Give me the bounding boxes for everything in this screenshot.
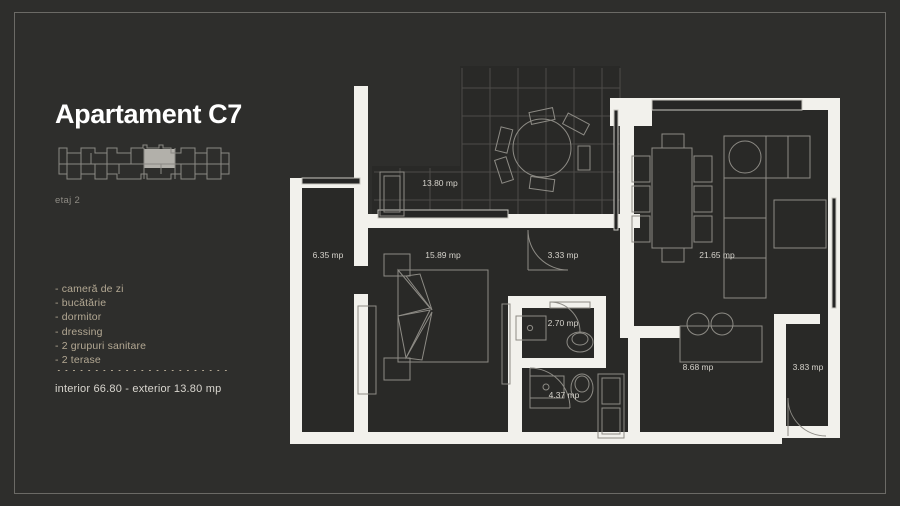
toilet-icon bbox=[570, 373, 594, 403]
area-summary: interior 66.80 - exterior 13.80 mp bbox=[55, 383, 222, 395]
shower-cabin-icon bbox=[597, 373, 625, 439]
kitchen-counter-icon bbox=[679, 325, 763, 363]
floor-label: etaj 2 bbox=[55, 195, 81, 207]
key-plan-highlight bbox=[144, 149, 175, 169]
list-item: - 2 terase bbox=[55, 354, 101, 367]
terrace-dining-set bbox=[493, 107, 591, 193]
list-item: - dormitor bbox=[55, 311, 102, 324]
area-label: 2.70 mp bbox=[548, 318, 579, 328]
windows bbox=[301, 99, 837, 309]
window-terrace-west bbox=[301, 177, 361, 185]
area-label: 4.37 mp bbox=[549, 390, 580, 400]
dotted-divider bbox=[55, 369, 229, 372]
room-list: - cameră de zi - bucătărie - dormitor - … bbox=[55, 282, 275, 367]
round-table-icon bbox=[512, 118, 572, 178]
shower-icon bbox=[515, 315, 547, 341]
list-item: - dressing bbox=[55, 325, 103, 338]
coffee-table-icon bbox=[773, 199, 827, 249]
kitchen-units bbox=[679, 312, 763, 363]
door-swings bbox=[527, 229, 827, 437]
hob-icon bbox=[686, 312, 710, 336]
bathroom-fixtures bbox=[515, 301, 625, 439]
window-living-north bbox=[651, 99, 803, 111]
area-label: 3.83 mp bbox=[793, 362, 824, 372]
terrace-counter bbox=[379, 171, 405, 217]
area-label: 21.65 mp bbox=[699, 250, 735, 260]
door-swing-bath bbox=[529, 367, 571, 409]
sofa-set bbox=[723, 135, 827, 299]
area-label: 15.89 mp bbox=[425, 250, 461, 260]
sink-icon bbox=[549, 301, 591, 309]
dressing-unit bbox=[501, 303, 511, 385]
floor-plan: 13.80 mp 6.35 mp 15.89 mp 3.33 mp 21.65 … bbox=[280, 58, 870, 454]
dining-table-set bbox=[631, 133, 713, 263]
window-living-east bbox=[831, 197, 837, 309]
bed-set bbox=[357, 253, 489, 395]
area-label: 13.80 mp bbox=[422, 178, 458, 188]
list-item: - 2 grupuri sanitare bbox=[55, 339, 147, 352]
door-swing-terrace bbox=[787, 397, 827, 437]
key-plan-diagram bbox=[55, 141, 233, 187]
dressing-rail-icon bbox=[501, 303, 511, 385]
info-panel: Apartament C7 etaj 2 bbox=[55, 99, 265, 207]
door-swing-bedroom bbox=[527, 229, 569, 271]
area-label: 8.68 mp bbox=[683, 362, 714, 372]
window-bedroom bbox=[377, 209, 509, 219]
list-item: - cameră de zi bbox=[55, 283, 124, 295]
door-swing-wc bbox=[549, 301, 581, 333]
floor-slabs bbox=[300, 66, 840, 438]
area-labels: 13.80 mp 6.35 mp 15.89 mp 3.33 mp 21.65 … bbox=[313, 178, 824, 400]
area-label: 6.35 mp bbox=[313, 250, 344, 260]
wardrobe-icon bbox=[357, 305, 377, 395]
window-terrace-divider bbox=[613, 109, 619, 231]
page-title: Apartament C7 bbox=[55, 99, 242, 129]
hob-icon bbox=[710, 312, 734, 336]
nightstand-icon bbox=[383, 253, 411, 277]
terrace-tile-grid bbox=[374, 68, 621, 226]
list-item: - bucătărie bbox=[55, 297, 107, 310]
area-label: 3.33 mp bbox=[548, 250, 579, 260]
